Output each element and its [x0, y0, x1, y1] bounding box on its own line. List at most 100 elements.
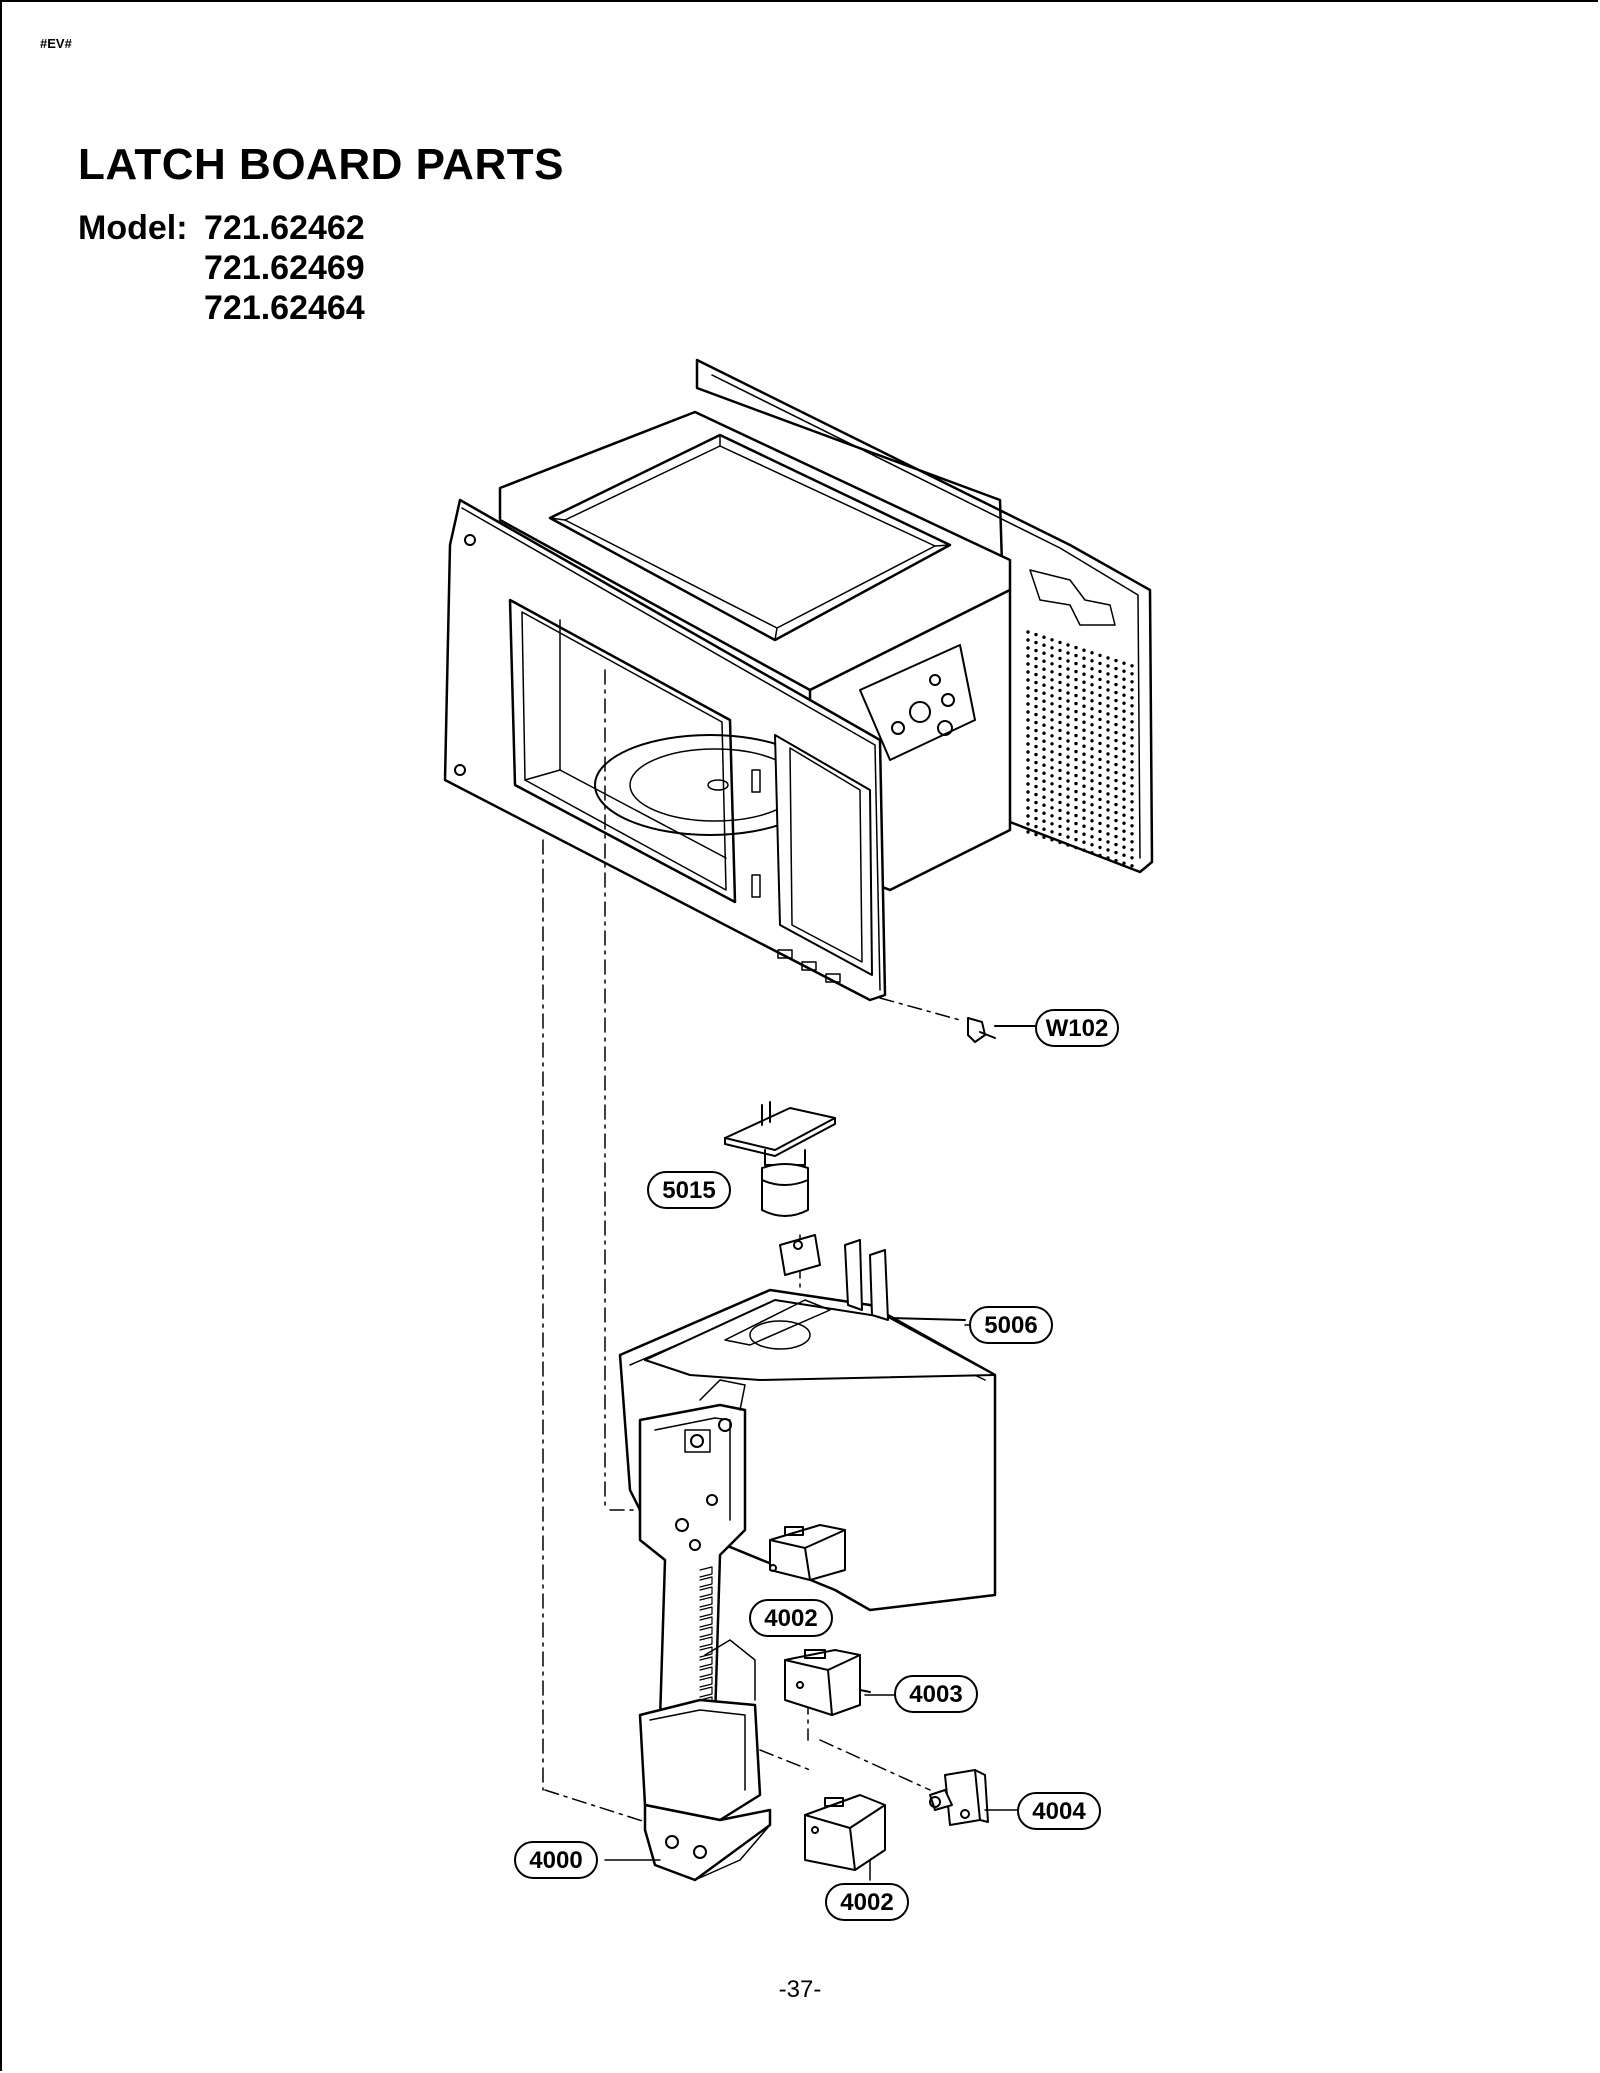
vent-hole — [1098, 653, 1102, 658]
vent-hole — [1026, 694, 1030, 698]
vent-hole — [1042, 811, 1046, 815]
vent-hole — [1114, 786, 1118, 791]
vent-hole — [1090, 755, 1094, 759]
callout-label: 4004 — [1032, 1798, 1086, 1825]
vent-hole — [1050, 798, 1054, 802]
model-number-2: 721.62469 — [204, 249, 365, 287]
vent-hole — [1114, 834, 1118, 839]
vent-hole — [1130, 672, 1134, 676]
vent-hole — [1090, 731, 1094, 735]
vent-hole — [1074, 757, 1078, 762]
vent-hole — [1034, 816, 1038, 821]
vent-hole — [1114, 762, 1118, 767]
vent-hole — [1066, 723, 1070, 727]
vent-hole — [1122, 725, 1126, 729]
vent-hole — [1098, 709, 1102, 714]
vent-hole — [1098, 853, 1102, 858]
vent-hole — [1130, 696, 1134, 700]
vent-hole — [1106, 776, 1110, 780]
vent-hole — [1042, 795, 1046, 799]
vent-hole — [1058, 736, 1062, 741]
vent-hole — [1090, 683, 1094, 687]
vent-hole — [1034, 736, 1038, 741]
vent-hole — [1082, 832, 1086, 836]
vent-hole — [1130, 744, 1134, 748]
vent-hole — [1098, 725, 1102, 730]
vent-hole — [1058, 720, 1062, 725]
vent-hole — [1074, 781, 1078, 786]
vent-hole — [1074, 741, 1078, 746]
vent-hole — [1058, 752, 1062, 757]
vent-hole — [1066, 739, 1070, 743]
callout-label: W102 — [1046, 1015, 1109, 1042]
vent-hole — [1042, 739, 1046, 743]
vent-hole — [1090, 843, 1094, 847]
vent-hole — [1050, 702, 1054, 706]
vent-hole — [1082, 776, 1086, 780]
vent-hole — [1130, 704, 1134, 708]
vent-hole — [1026, 766, 1030, 770]
vent-hole — [1106, 680, 1110, 684]
rack-tooth — [699, 1636, 713, 1648]
callout-label: 4003 — [909, 1681, 962, 1708]
vent-hole — [1090, 795, 1094, 799]
vent-hole — [1082, 768, 1086, 772]
vent-hole — [1082, 848, 1086, 852]
vent-hole — [1034, 640, 1038, 645]
vent-hole — [1122, 853, 1126, 857]
vent-hole — [1082, 728, 1086, 732]
vent-hole — [1066, 811, 1070, 815]
vent-hole — [1122, 789, 1126, 793]
vent-hole — [1042, 803, 1046, 807]
vent-hole — [1034, 808, 1038, 813]
vent-hole — [1122, 693, 1126, 697]
vent-hole — [1074, 709, 1078, 714]
vent-hole — [1122, 685, 1126, 689]
vent-hole — [1074, 773, 1078, 778]
vent-hole — [1034, 696, 1038, 701]
vent-hole — [1082, 752, 1086, 756]
vent-hole — [1090, 779, 1094, 783]
vent-hole — [1114, 858, 1118, 863]
vent-hole — [1106, 760, 1110, 764]
rack-tooth — [699, 1686, 713, 1698]
vent-hole — [1074, 669, 1078, 674]
vent-hole — [1082, 744, 1086, 748]
vent-hole — [1106, 784, 1110, 788]
part-5015 — [724, 1101, 836, 1217]
vent-hole — [1074, 693, 1078, 698]
vent-hole — [1026, 814, 1030, 818]
vent-hole — [1082, 664, 1086, 668]
vent-hole — [1122, 781, 1126, 785]
vent-hole — [1050, 646, 1054, 650]
vent-hole — [1066, 803, 1070, 807]
vent-hole — [1098, 837, 1102, 842]
vent-hole — [1066, 747, 1070, 751]
vent-hole — [1026, 782, 1030, 786]
vent-hole — [1042, 771, 1046, 775]
cavity-assembly — [443, 358, 1154, 1002]
vent-hole — [1058, 832, 1062, 837]
vent-hole — [1034, 760, 1038, 765]
vent-hole — [1098, 661, 1102, 666]
rack-tooth — [699, 1666, 713, 1678]
vent-hole — [1074, 749, 1078, 754]
vent-hole — [1074, 725, 1078, 730]
vent-hole — [1050, 766, 1054, 770]
vent-hole — [1066, 795, 1070, 799]
vent-hole — [1114, 682, 1118, 687]
vent-hole — [1106, 848, 1110, 852]
vent-hole — [1122, 813, 1126, 817]
vent-hole — [1114, 730, 1118, 735]
vent-hole — [1058, 800, 1062, 805]
vent-hole — [1090, 739, 1094, 743]
vent-hole — [1098, 813, 1102, 818]
vent-hole — [1026, 638, 1030, 642]
vent-hole — [1042, 763, 1046, 767]
vent-hole — [1058, 808, 1062, 813]
vent-hole — [1066, 667, 1070, 671]
vent-hole — [1042, 707, 1046, 711]
vent-hole — [1130, 720, 1134, 724]
vent-hole — [1066, 691, 1070, 695]
vent-hole — [1114, 690, 1118, 695]
